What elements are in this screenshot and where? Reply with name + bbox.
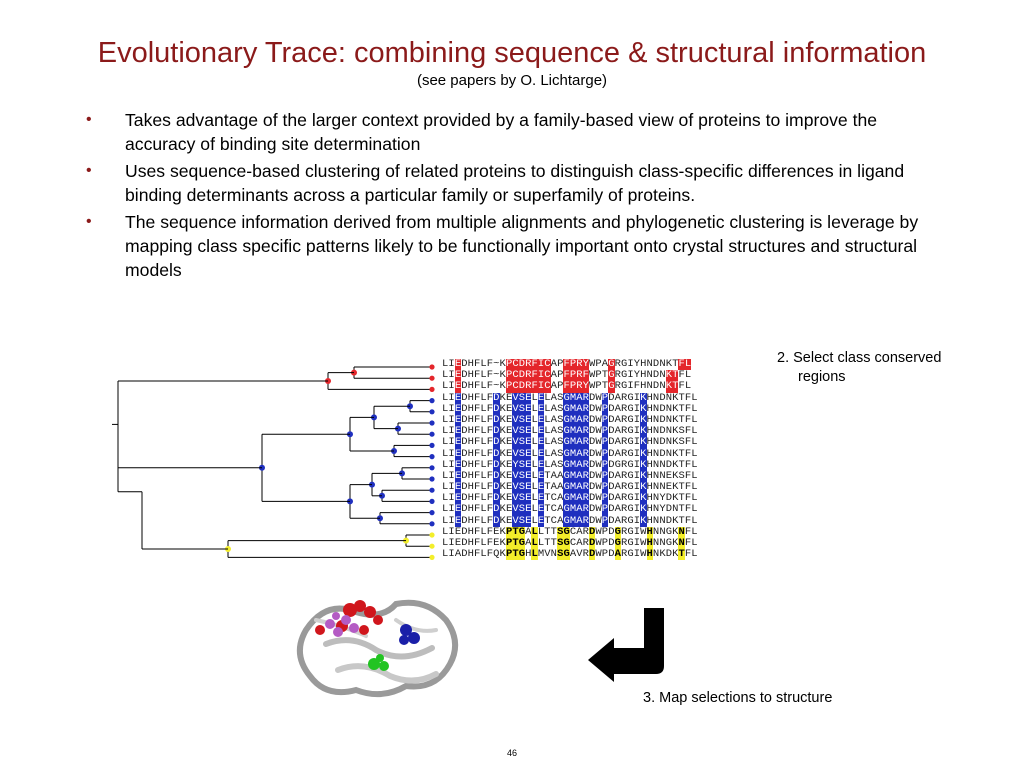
alignment-row: LIEDHFLFDKEVSELELASGMARDWPDARGIKHNDNKSFL xyxy=(442,436,698,449)
blue-residues xyxy=(399,624,420,645)
alignment-row: LIEDHFLFDKEVSELELASGMARDWPDARGIKHNDNKTFL xyxy=(442,402,698,415)
tree-node xyxy=(429,521,435,527)
tree-node xyxy=(429,398,435,404)
tree-node xyxy=(429,543,435,549)
bullet-text: Uses sequence-based clustering of relate… xyxy=(125,161,905,205)
tree-node xyxy=(429,431,435,437)
page-number: 46 xyxy=(506,748,517,758)
tree-node xyxy=(429,498,435,504)
bullet-marker: • xyxy=(86,213,92,230)
alignment-row: LIEDHFLFDKEVSELELASGMARDWPDARGIKHNDNKTFL xyxy=(442,391,698,404)
protein-structure-image xyxy=(297,599,459,698)
tree-node xyxy=(429,476,435,482)
alignment-row: LIEDHFLFDKEVSELETAAGMARDWPDARGIKHNNEKTFL xyxy=(442,481,698,494)
step2-line1: 2. Select class conserved xyxy=(777,350,942,366)
alignment-row: LIEDHFLFDKEVSELELASGMARDWPDARGIKHNDNKTFL xyxy=(442,413,698,427)
alignment-row: LIEDHFLFDKEVSELELASGMARDWPDARGIKHNDNKTFL xyxy=(442,447,698,460)
bullet-item: • Uses sequence-based clustering of rela… xyxy=(86,159,946,207)
alignment-row: LIEDHFLFEKPTGALLTTSGCARDWPDGRGIWHNNGKNFL xyxy=(442,537,698,550)
alignment-row: LIEDHFLFDKEVSELETAAGMARDWPDARGIKHNNEKSFL xyxy=(442,469,698,483)
return-arrow-icon xyxy=(588,608,664,682)
bullet-item: • Takes advantage of the larger context … xyxy=(86,108,946,156)
step2-caption: 2. Select class conserved regions xyxy=(777,349,941,387)
tree-node xyxy=(429,386,435,392)
tree-node xyxy=(429,465,435,471)
bullet-item: • The sequence information derived from … xyxy=(86,210,946,282)
tree-node xyxy=(429,409,435,415)
alignment-row: LIEDHFLFDKEYSELELASGMARDWPDGRGIKHNNDKTFL xyxy=(442,458,698,471)
slide-title: Evolutionary Trace: combining sequence &… xyxy=(97,37,927,69)
tree-node xyxy=(429,442,435,448)
alignment-row: LIEDHFLFDKEVSELETCAGMARDWPDARGIKHNNDKTFL xyxy=(442,514,698,527)
step3-caption: 3. Map selections to structure xyxy=(643,690,833,706)
purple-ligand xyxy=(325,612,359,637)
tree-node xyxy=(429,375,435,381)
bullet-text: Takes advantage of the larger context pr… xyxy=(125,110,878,154)
tree-node xyxy=(429,554,435,560)
tree-node xyxy=(429,510,435,516)
arrow-shape xyxy=(588,608,664,682)
bullet-marker: • xyxy=(86,162,92,179)
green-residues xyxy=(368,654,389,671)
tree-node xyxy=(429,364,435,370)
tree-node xyxy=(429,532,435,538)
alignment-row: LIEDHFLFDKEVSELETCAGMARDWPDARGIKHNYDKTFL xyxy=(442,492,698,505)
phylogenetic-tree xyxy=(112,364,435,560)
slide-subtitle: (see papers by O. Lichtarge) xyxy=(416,72,608,89)
step2-line2: regions xyxy=(798,369,846,385)
bullet-text: The sequence information derived from mu… xyxy=(125,212,919,280)
alignment-row: LIEDHFLF~KPCDRFICAPFPRFWPTGRGIYHNDNKTFL xyxy=(442,369,692,382)
bullet-list: • Takes advantage of the larger context … xyxy=(86,108,946,285)
alignment-row: LIEDHFLF~KPCDRFICAPFPRYWPAGRGIYHNDNKTFL xyxy=(442,358,692,371)
alignment-row: LIADHFLFQKPTGHLMVNSGAVRDWPDARGIWHNKDKTFL xyxy=(442,548,698,561)
alignment-row: LIEDHFLFEKPTGALLTTSGCARDWPDGRGIWHNNGKNFL xyxy=(442,525,698,539)
bullet-marker: • xyxy=(86,111,92,128)
tree-node xyxy=(429,487,435,493)
alignment-row: LIEDHFLFDKEVSELETCAGMARDWPDARGIKHNYDNTFL xyxy=(442,503,698,516)
tree-node xyxy=(429,454,435,460)
tree-node xyxy=(429,420,435,426)
alignment-row: LIEDHFLF~KPCDRFICAPFPRYWPTGRGIFHNDNKTFL xyxy=(442,380,692,393)
alignment-row: LIEDHFLFDKEVSELELASGMARDWPDARGIKHNDNKSFL xyxy=(442,425,698,438)
